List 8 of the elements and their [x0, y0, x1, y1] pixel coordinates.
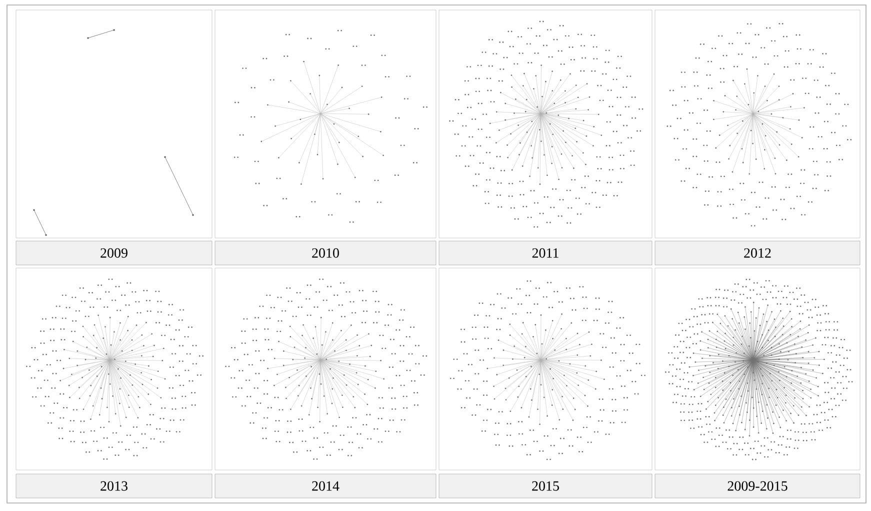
year-label: 2013: [16, 474, 212, 498]
year-label: 2014: [214, 474, 436, 498]
year-label: 2011: [438, 240, 652, 266]
year-label: 2009: [16, 240, 212, 266]
year-label: 2010: [214, 240, 436, 266]
year-label: 2009-2015: [654, 474, 860, 498]
year-label: 2015: [438, 474, 652, 498]
year-label: 2012: [654, 240, 860, 266]
